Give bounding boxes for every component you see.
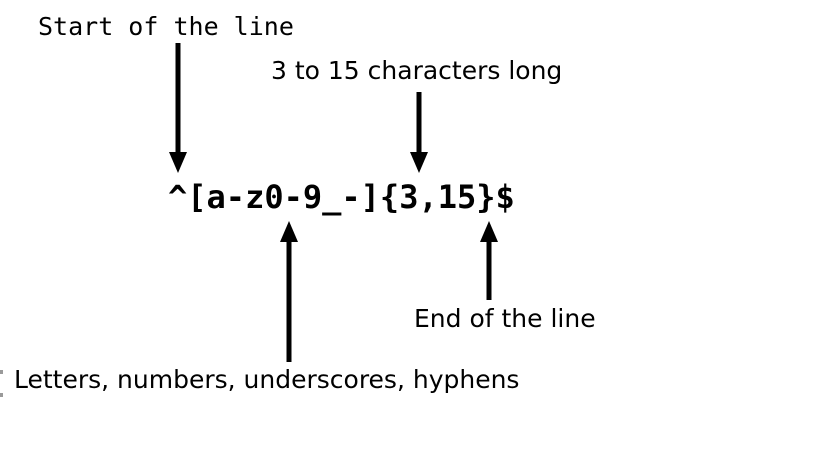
arrow-end-of-line xyxy=(480,221,498,300)
regex-expression: ^[a-z0-9_-]{3,15}$ xyxy=(168,178,515,216)
arrow-length-quantifier xyxy=(410,92,428,173)
annotation-label-end-of-line: End of the line xyxy=(414,304,596,333)
annotation-label-start-of-line: Start of the line xyxy=(38,12,294,41)
annotation-label-length-quantifier: 3 to 15 characters long xyxy=(271,56,563,85)
arrow-start-of-line xyxy=(169,43,187,173)
clipped-edge-artifact-lower xyxy=(0,393,3,397)
annotation-label-character-class: Letters, numbers, underscores, hyphens xyxy=(14,365,520,394)
clipped-edge-artifact-upper xyxy=(0,370,3,374)
arrow-character-class xyxy=(280,221,298,362)
